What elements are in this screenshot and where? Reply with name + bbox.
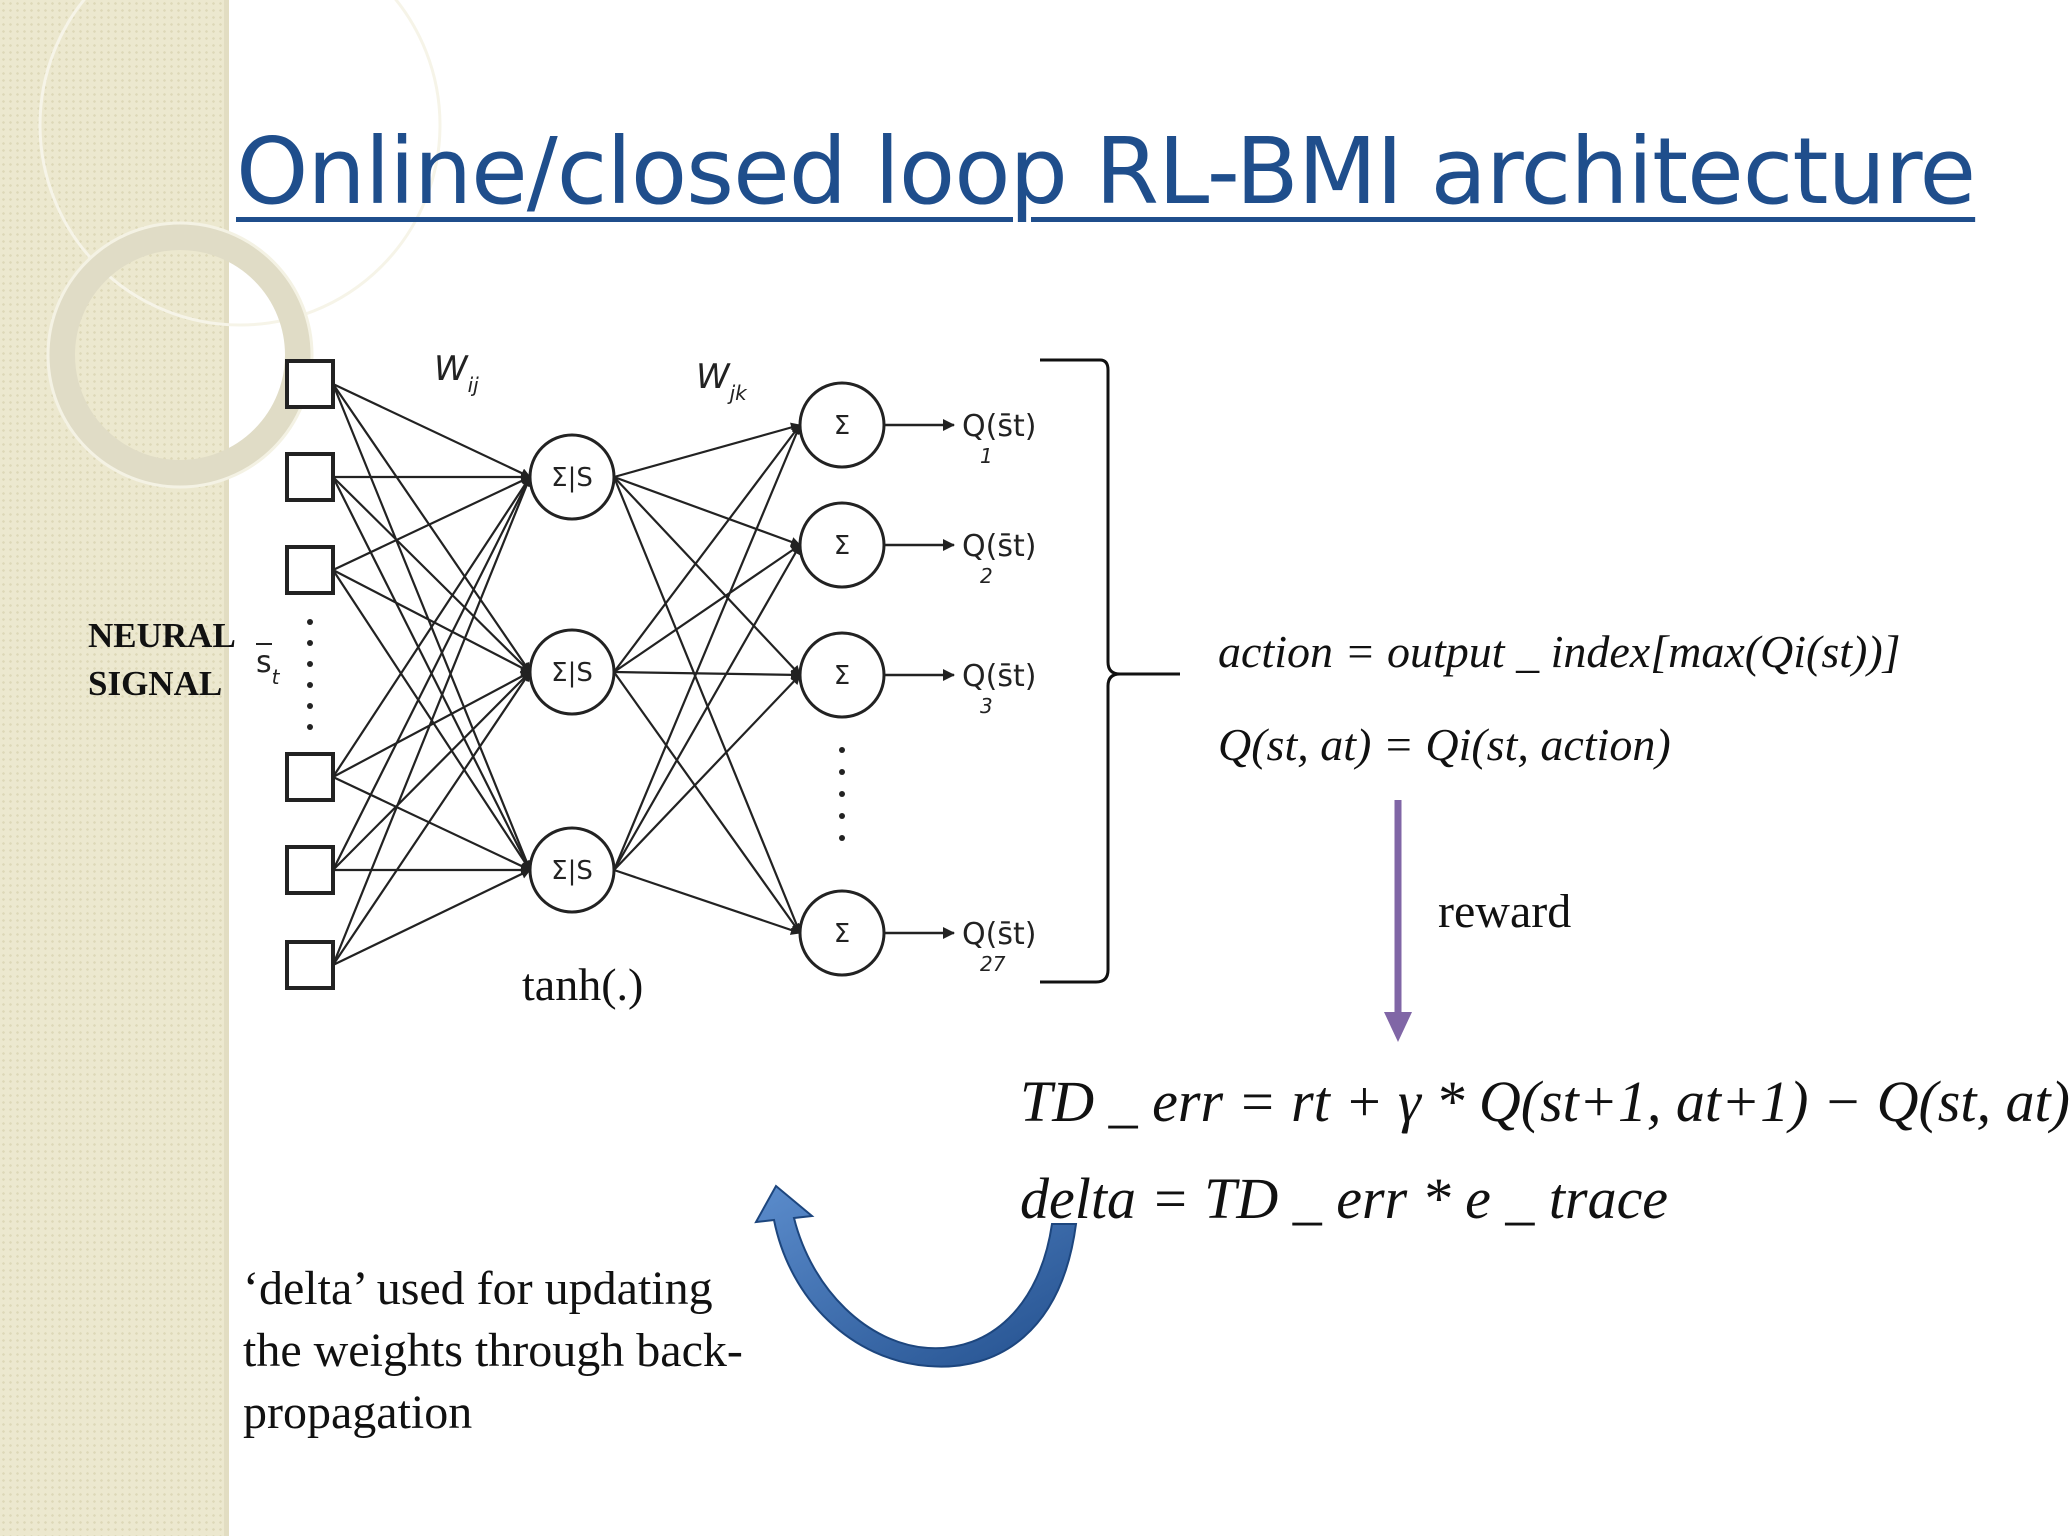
hidden-output-edge	[613, 422, 801, 479]
output-node-label: Σ	[834, 919, 850, 949]
input-ellipsis	[307, 619, 313, 730]
sidebar-edge	[224, 0, 229, 1536]
hidden-output-edge	[613, 544, 801, 871]
slide-title: Online/closed loop RL-BMI architecture	[236, 118, 1976, 225]
q-output-label: Q(s̄t)	[962, 409, 1036, 444]
input-hidden-edge	[332, 383, 531, 478]
q-output-label: Q(s̄t)	[962, 529, 1036, 564]
input-unit	[285, 940, 335, 990]
update-loop-arrow	[754, 1184, 1078, 1368]
input-hidden-edge	[331, 476, 532, 966]
hidden-node	[528, 433, 616, 521]
input-hidden-edge	[332, 869, 531, 966]
weight-ij-label: Wij	[434, 349, 479, 397]
weight-jk-label: Wjk	[696, 357, 748, 405]
reward-arrow	[1384, 800, 1412, 1042]
hidden-node-label: Σ|S	[551, 658, 593, 688]
input-layer	[285, 359, 335, 990]
input-hidden-edge	[332, 671, 531, 871]
input-state-label: st	[256, 645, 281, 689]
output-node-label: Σ	[834, 661, 850, 691]
input-hidden-edge	[332, 671, 531, 778]
hidden-output-edge	[613, 868, 801, 935]
output-node-label: Σ	[834, 531, 850, 561]
action-equation: action = output _ index[max(Qi(st))]	[1218, 626, 1901, 677]
reward-label: reward	[1438, 885, 1572, 938]
input-hidden-edge	[332, 476, 531, 673]
delta-equation: delta = TD _ err * e _ trace	[1020, 1166, 1669, 1231]
activation-label: tanh(.)	[522, 959, 644, 1010]
decor-rings	[38, 0, 442, 489]
delta-caption: ‘delta’ used for updating the weights th…	[243, 1262, 743, 1439]
input-unit	[285, 359, 335, 409]
td-error-equation: TD _ err = rt + γ * Q(st+1, at+1) − Q(st…	[1020, 1069, 2070, 1134]
q-value-equation: Q(st, at) = Qi(st, action)	[1218, 719, 1671, 770]
hidden-node	[528, 826, 616, 914]
input-hidden-edge	[332, 383, 531, 673]
hidden-output-edge	[612, 476, 802, 934]
output-bracket	[1040, 358, 1180, 984]
input-hidden-edge	[332, 776, 531, 871]
q-output-label: Q(s̄t)	[962, 917, 1036, 952]
input-hidden-edge	[332, 476, 531, 571]
hidden-output-edge	[613, 475, 801, 547]
hidden-output-edge	[613, 674, 801, 871]
hidden-output-edge	[613, 669, 801, 680]
input-hidden-edge	[332, 569, 531, 673]
input-unit	[285, 752, 335, 802]
input-unit	[285, 845, 335, 895]
hidden-output-edge	[613, 544, 801, 673]
hidden-output-edge	[613, 476, 801, 676]
output-ellipsis	[839, 747, 845, 841]
output-node-label: Σ	[834, 411, 850, 441]
hidden-output-edge	[613, 424, 801, 673]
input-unit	[285, 452, 335, 502]
q-output-index: 3	[980, 694, 993, 718]
hidden-output-edge	[613, 671, 801, 934]
hidden-output-edge	[612, 424, 802, 871]
q-output-label: Q(s̄t)	[962, 659, 1036, 694]
q-output-index: 1	[980, 444, 993, 468]
q-output-index: 27	[980, 952, 1006, 976]
network-connections	[331, 383, 802, 966]
hidden-node	[528, 628, 616, 716]
input-hidden-edge	[332, 476, 531, 778]
input-unit	[285, 545, 335, 595]
neural-signal-label: NEURAL SIGNAL	[88, 616, 234, 703]
hidden-layer: Σ|S Σ|S Σ|S	[528, 433, 616, 914]
input-hidden-edge	[332, 476, 531, 871]
hidden-node-label: Σ|S	[551, 856, 593, 886]
q-output-index: 2	[980, 564, 993, 588]
input-hidden-edge	[332, 671, 531, 966]
hidden-node-label: Σ|S	[551, 463, 593, 493]
